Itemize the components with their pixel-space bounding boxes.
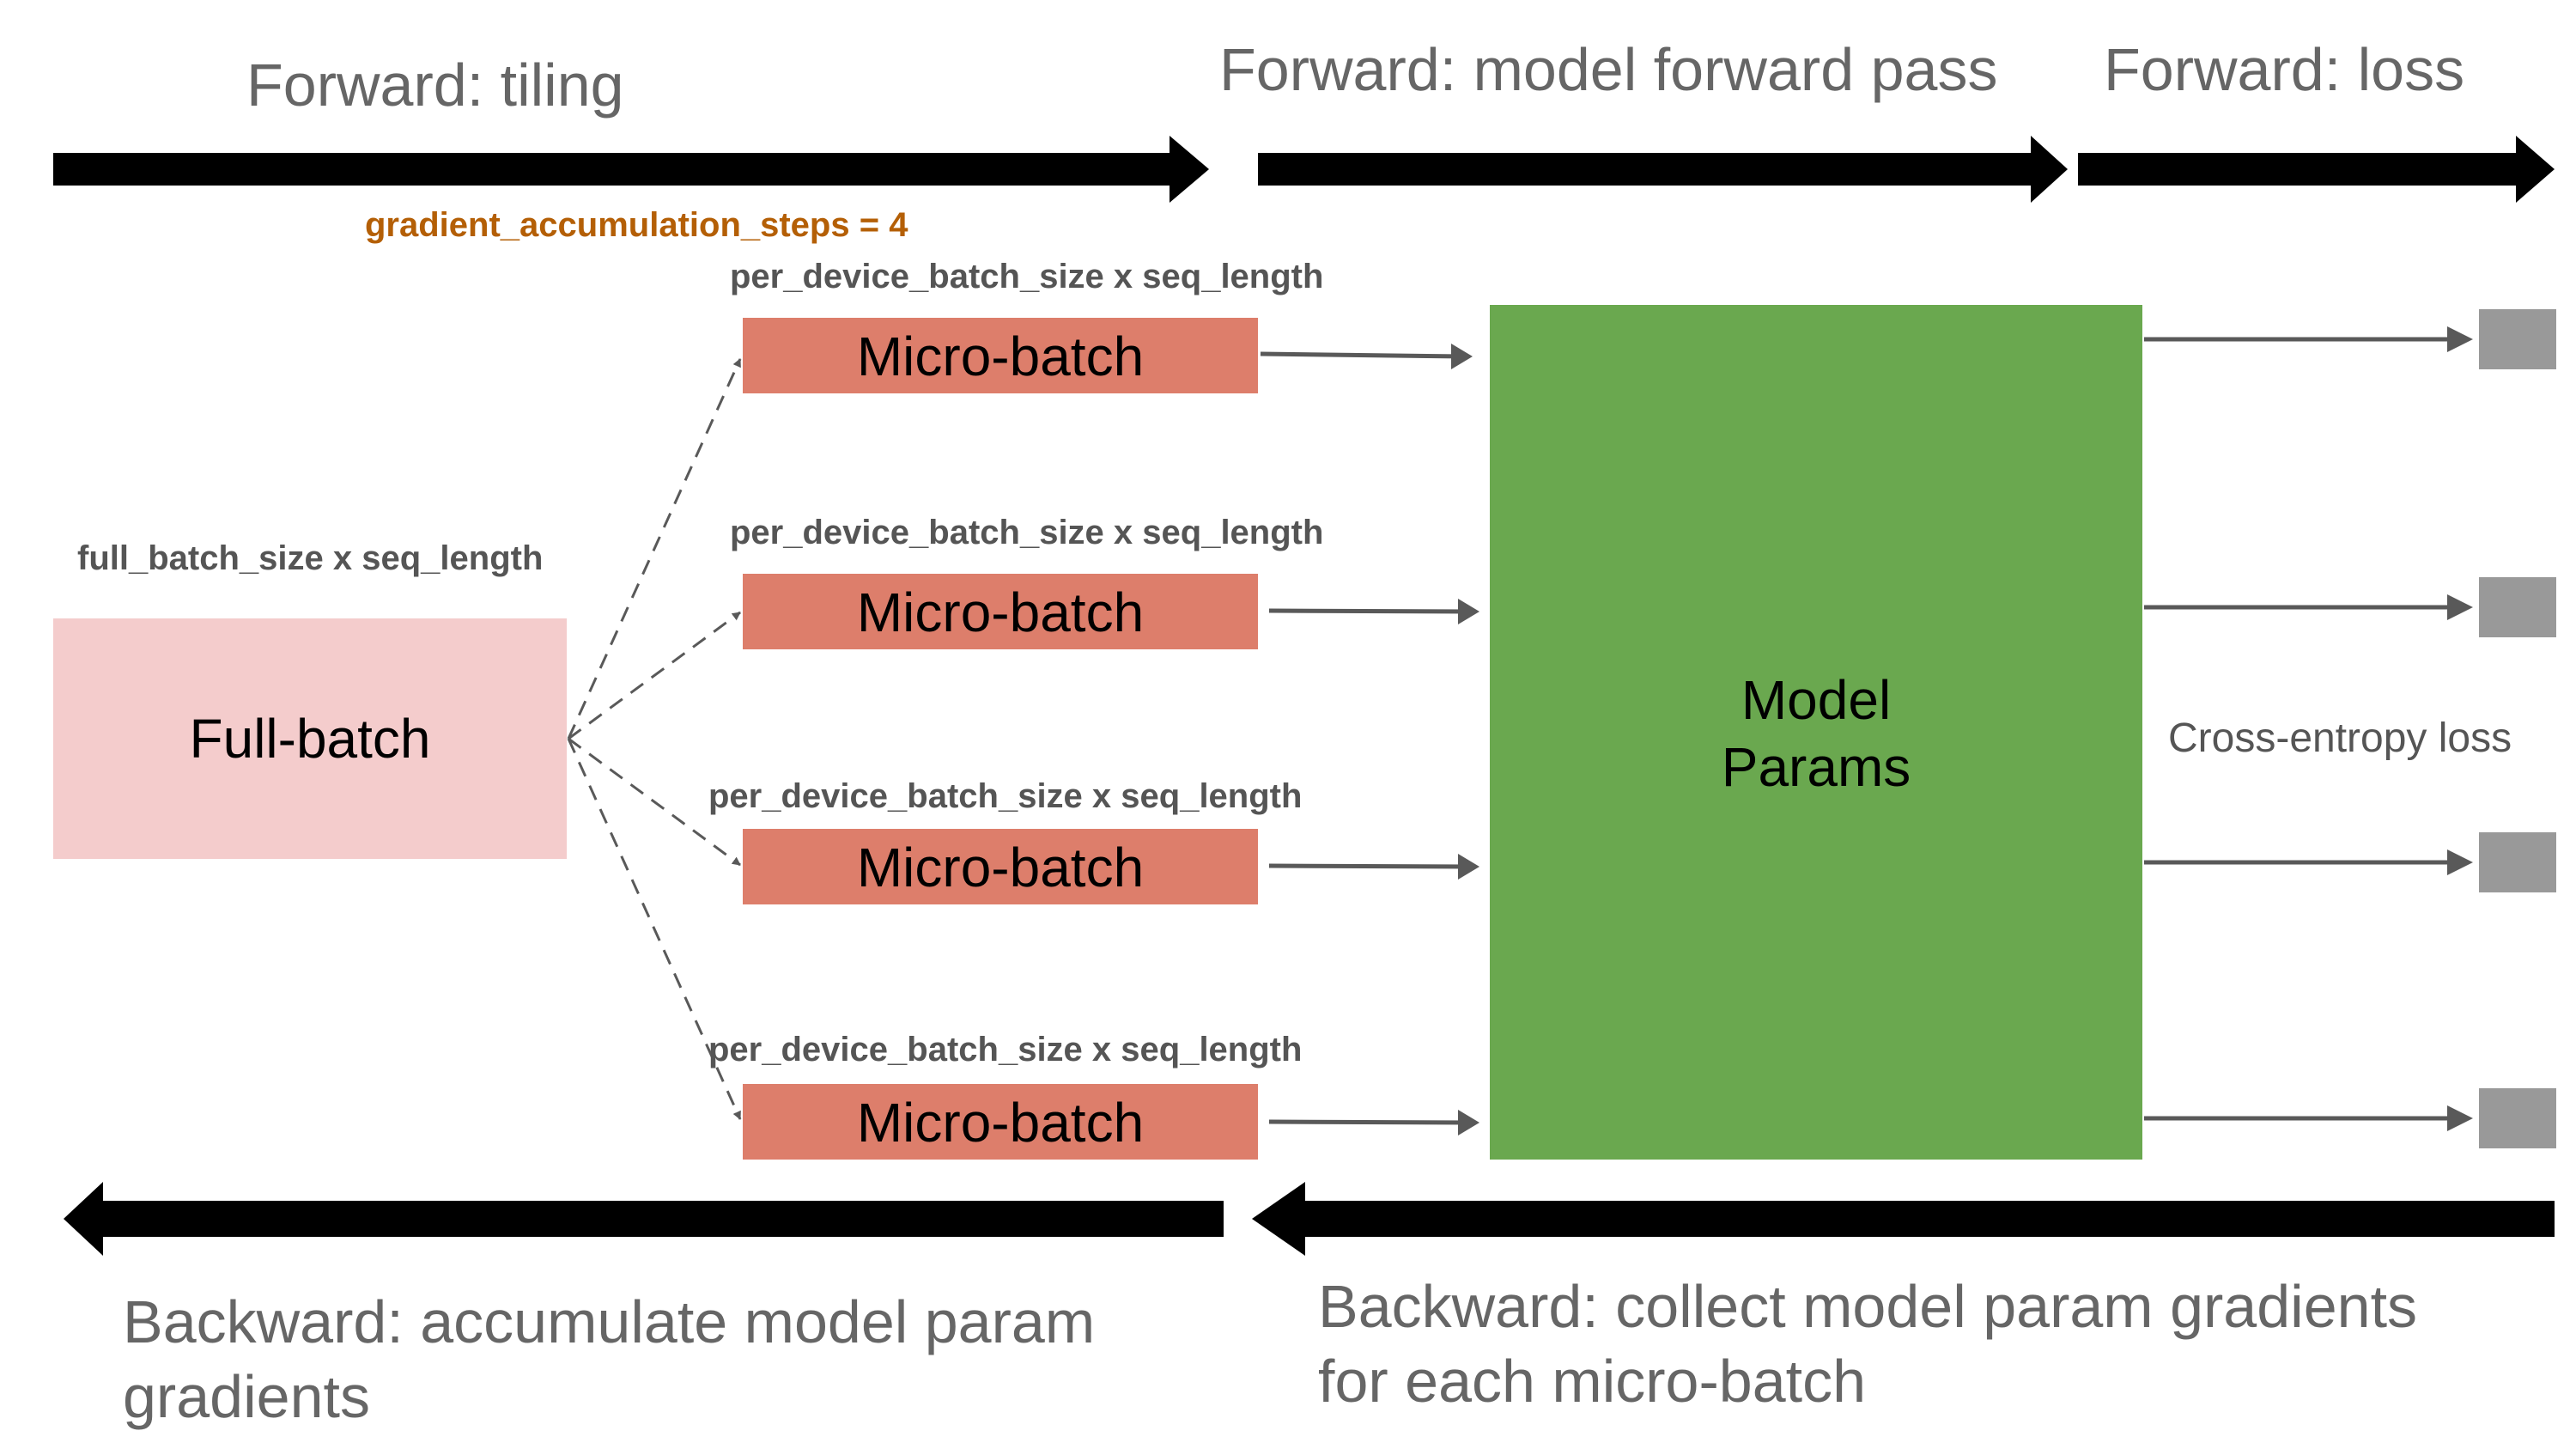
model-params-box	[1490, 305, 2142, 1160]
backward-accumulate-label-line2: gradients	[123, 1363, 370, 1430]
model-params-label-line2: Params	[1722, 736, 1911, 798]
gradient-accumulation-label: gradient_accumulation_steps = 4	[365, 206, 908, 244]
micro-batch-4-box	[743, 1084, 1258, 1160]
micro-batch-4-dim-label: per_device_batch_size x seq_length	[708, 1031, 1302, 1068]
micro-batch-3-dim-label: per_device_batch_size x seq_length	[708, 777, 1302, 815]
forward-tiling-arrow	[53, 136, 1209, 203]
micro-to-model-head-4	[1458, 1110, 1479, 1135]
forward-loss-label: Forward: loss	[2104, 36, 2464, 103]
loss-box-1	[2479, 309, 2556, 369]
loss-box-2	[2479, 577, 2556, 637]
backward-accumulate-label-line1: Backward: accumulate model param	[123, 1288, 1095, 1355]
model-to-loss-head-2	[2447, 594, 2473, 620]
loss-box-4	[2479, 1088, 2556, 1148]
micro-to-model-head-3	[1458, 854, 1479, 880]
full-batch-dim-label: full_batch_size x seq_length	[77, 539, 543, 577]
cross-entropy-loss-label: Cross-entropy loss	[2168, 715, 2512, 761]
tiling-arrow-3	[568, 737, 741, 867]
micro-batch-2-box	[743, 574, 1258, 649]
micro-to-model-arrow-4	[1268, 1117, 1472, 1127]
micro-to-model-arrow-2	[1268, 606, 1472, 616]
tiling-arrow-4	[567, 738, 742, 1120]
micro-batch-3-label: Micro-batch	[857, 837, 1144, 898]
forward-model-label: Forward: model forward pass	[1219, 36, 1997, 103]
full-batch-label: Full-batch	[190, 708, 431, 770]
micro-batch-2-dim-label: per_device_batch_size x seq_length	[730, 514, 1323, 551]
tiling-arrow-1	[567, 358, 742, 740]
micro-batch-2-label: Micro-batch	[857, 581, 1144, 643]
model-to-loss-head-4	[2447, 1105, 2473, 1131]
micro-to-model-head-2	[1458, 599, 1479, 624]
micro-batch-1-label: Micro-batch	[857, 326, 1144, 387]
tiling-arrow-2	[568, 611, 741, 740]
full-batch-box	[53, 618, 567, 859]
backward-accumulate-arrow	[64, 1182, 1224, 1256]
model-to-loss-head-1	[2447, 326, 2473, 352]
backward-collect-arrow	[1252, 1182, 2555, 1256]
model-to-loss-head-3	[2447, 849, 2473, 875]
micro-to-model-arrow-1	[1260, 351, 1465, 361]
model-params-label-line1: Model	[1741, 669, 1891, 731]
forward-model-arrow	[1258, 136, 2068, 203]
forward-loss-arrow	[2078, 136, 2555, 203]
micro-batch-1-dim-label: per_device_batch_size x seq_length	[730, 258, 1323, 295]
backward-collect-label-line1: Backward: collect model param gradients	[1318, 1273, 2417, 1340]
micro-batch-1-box	[743, 318, 1258, 393]
backward-collect-label-line2: for each micro-batch	[1318, 1348, 1866, 1415]
micro-to-model-head-1	[1451, 344, 1473, 369]
micro-batch-4-label: Micro-batch	[857, 1092, 1144, 1154]
micro-to-model-arrow-3	[1268, 861, 1472, 871]
forward-tiling-label: Forward: tiling	[246, 52, 624, 119]
loss-box-3	[2479, 832, 2556, 892]
micro-batch-3-box	[743, 829, 1258, 904]
